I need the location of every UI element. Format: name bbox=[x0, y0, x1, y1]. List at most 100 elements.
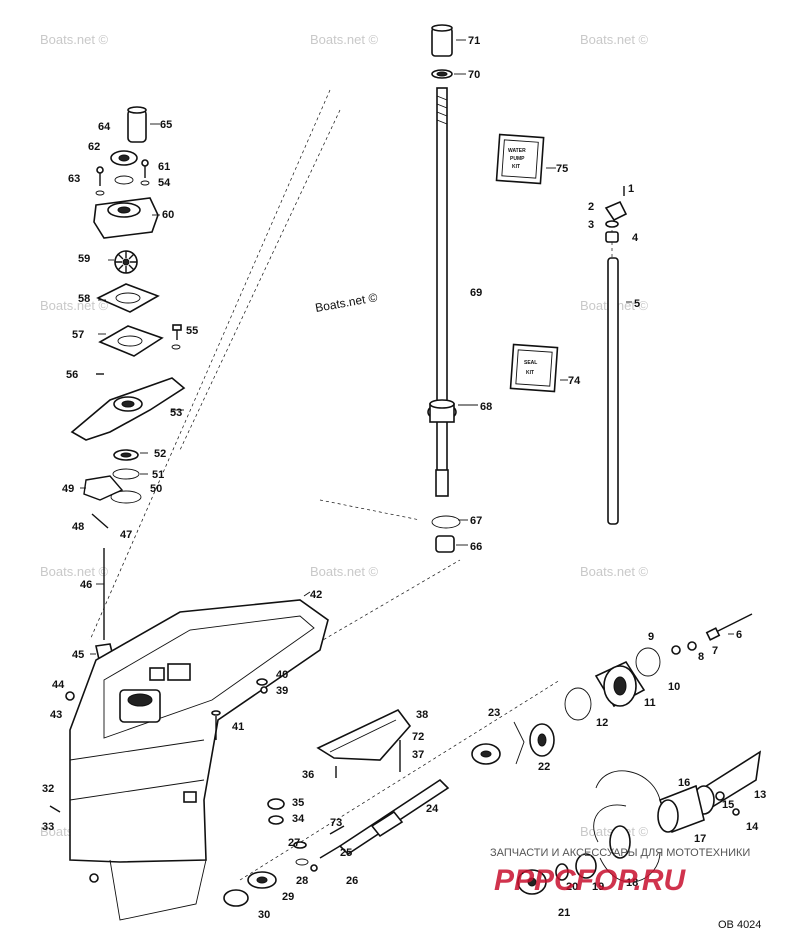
part-label: 47 bbox=[120, 529, 132, 541]
part-label: 29 bbox=[282, 891, 294, 903]
drive-shaft-assembly bbox=[427, 24, 461, 553]
part-label: 33 bbox=[42, 821, 54, 833]
shift-rod-assembly bbox=[604, 186, 628, 525]
part-label: 72 bbox=[412, 731, 424, 743]
part-label: 40 bbox=[276, 669, 288, 681]
part-label: 38 bbox=[416, 709, 428, 721]
part-label: 12 bbox=[596, 717, 608, 729]
kit-text: SEAL bbox=[524, 360, 537, 366]
part-label: 17 bbox=[694, 833, 706, 845]
part-label: 43 bbox=[50, 709, 62, 721]
part-label: 62 bbox=[88, 141, 100, 153]
part-label: 23 bbox=[488, 707, 500, 719]
kit-text: KIT bbox=[526, 370, 534, 376]
part-label: 65 bbox=[160, 119, 172, 131]
part-label: 26 bbox=[346, 875, 358, 887]
watermark: Boats.net © bbox=[310, 564, 379, 579]
prop-shaft-assembly bbox=[223, 613, 753, 907]
part-label: 5 bbox=[634, 298, 640, 310]
part-label: 18 bbox=[626, 877, 638, 889]
part-label: 6 bbox=[736, 629, 742, 641]
part-label: 61 bbox=[158, 161, 170, 173]
part-label: 30 bbox=[258, 909, 270, 921]
part-label: 2 bbox=[588, 201, 594, 213]
part-label: 10 bbox=[668, 681, 680, 693]
part-label: 4 bbox=[632, 232, 639, 244]
part-label: 24 bbox=[426, 803, 439, 815]
part-label: 63 bbox=[68, 173, 80, 185]
part-label: 51 bbox=[152, 469, 164, 481]
part-label: 75 bbox=[556, 163, 568, 175]
leader-lines bbox=[80, 39, 734, 655]
kit-text: WATER bbox=[508, 148, 526, 154]
part-label: 70 bbox=[468, 69, 480, 81]
part-label: 69 bbox=[470, 287, 482, 299]
vendor-caption: ЗАПЧАСТИ И АКСЕССУАРЫ ДЛЯ МОТОТЕХНИКИ bbox=[490, 847, 750, 859]
part-label: 28 bbox=[296, 875, 308, 887]
watermark: Boats.net © bbox=[40, 32, 109, 47]
part-label: 54 bbox=[158, 177, 171, 189]
part-label: 3 bbox=[588, 219, 594, 231]
water-pump-assembly bbox=[70, 106, 186, 666]
part-label: 25 bbox=[340, 847, 352, 859]
part-label: 50 bbox=[150, 483, 162, 495]
part-label: 67 bbox=[470, 515, 482, 527]
part-label: 59 bbox=[78, 253, 90, 265]
part-label: 45 bbox=[72, 649, 84, 661]
propeller bbox=[517, 750, 762, 895]
vendor-branding: ЗАПЧАСТИ И АКСЕССУАРЫ ДЛЯ МОТОТЕХНИКИ PP… bbox=[490, 847, 750, 897]
watermark: Boats.net © bbox=[40, 564, 109, 579]
part-label: 42 bbox=[310, 589, 322, 601]
part-label: 15 bbox=[722, 799, 734, 811]
part-label: 34 bbox=[292, 813, 305, 825]
part-label: 74 bbox=[568, 375, 581, 387]
part-label: 13 bbox=[754, 789, 766, 801]
part-label: 19 bbox=[592, 881, 604, 893]
part-label: 58 bbox=[78, 293, 90, 305]
part-label: 20 bbox=[566, 881, 578, 893]
part-label: 11 bbox=[644, 697, 656, 709]
part-label: 71 bbox=[468, 35, 480, 47]
part-label: 41 bbox=[232, 721, 244, 733]
part-label: 14 bbox=[746, 821, 759, 833]
part-label: 44 bbox=[52, 679, 65, 691]
part-label: 27 bbox=[288, 837, 300, 849]
part-label: 68 bbox=[480, 401, 492, 413]
vendor-logo: PPPCFOP.RU bbox=[494, 864, 686, 897]
part-label: 49 bbox=[62, 483, 74, 495]
part-label: 35 bbox=[292, 797, 304, 809]
part-label: 55 bbox=[186, 325, 198, 337]
part-label: 48 bbox=[72, 521, 84, 533]
kit-text: PUMP bbox=[510, 156, 525, 162]
part-label: 37 bbox=[412, 749, 424, 761]
gear-housing bbox=[49, 599, 329, 921]
drawing-code: OB 4024 bbox=[718, 919, 761, 931]
part-label: 7 bbox=[712, 645, 718, 657]
watermark: Boats.net © bbox=[580, 564, 649, 579]
part-label: 36 bbox=[302, 769, 314, 781]
water-pump-kit: WATER PUMP KIT bbox=[495, 133, 545, 185]
part-label: 53 bbox=[170, 407, 182, 419]
part-label: 1 bbox=[628, 183, 634, 195]
part-labels: 1 2 3 4 5 6 7 8 9 10 11 12 13 14 15 16 1… bbox=[42, 35, 766, 921]
trim-tab bbox=[316, 708, 412, 778]
kit-text: KIT bbox=[512, 164, 520, 170]
part-label: 39 bbox=[276, 685, 288, 697]
part-label: 66 bbox=[470, 541, 482, 553]
part-label: 46 bbox=[80, 579, 92, 591]
part-label: 73 bbox=[330, 817, 342, 829]
part-label: 64 bbox=[98, 121, 111, 133]
part-label: 8 bbox=[698, 651, 704, 663]
watermark-dark: Boats.net © bbox=[314, 290, 379, 315]
part-label: 16 bbox=[678, 777, 690, 789]
part-label: 22 bbox=[538, 761, 550, 773]
part-label: 32 bbox=[42, 783, 54, 795]
watermark: Boats.net © bbox=[310, 32, 379, 47]
seal-kit: SEAL KIT bbox=[509, 343, 559, 393]
part-label: 52 bbox=[154, 448, 166, 460]
part-label: 21 bbox=[558, 907, 570, 919]
part-label: 56 bbox=[66, 369, 78, 381]
watermark: Boats.net © bbox=[580, 32, 649, 47]
part-label: 9 bbox=[648, 631, 654, 643]
